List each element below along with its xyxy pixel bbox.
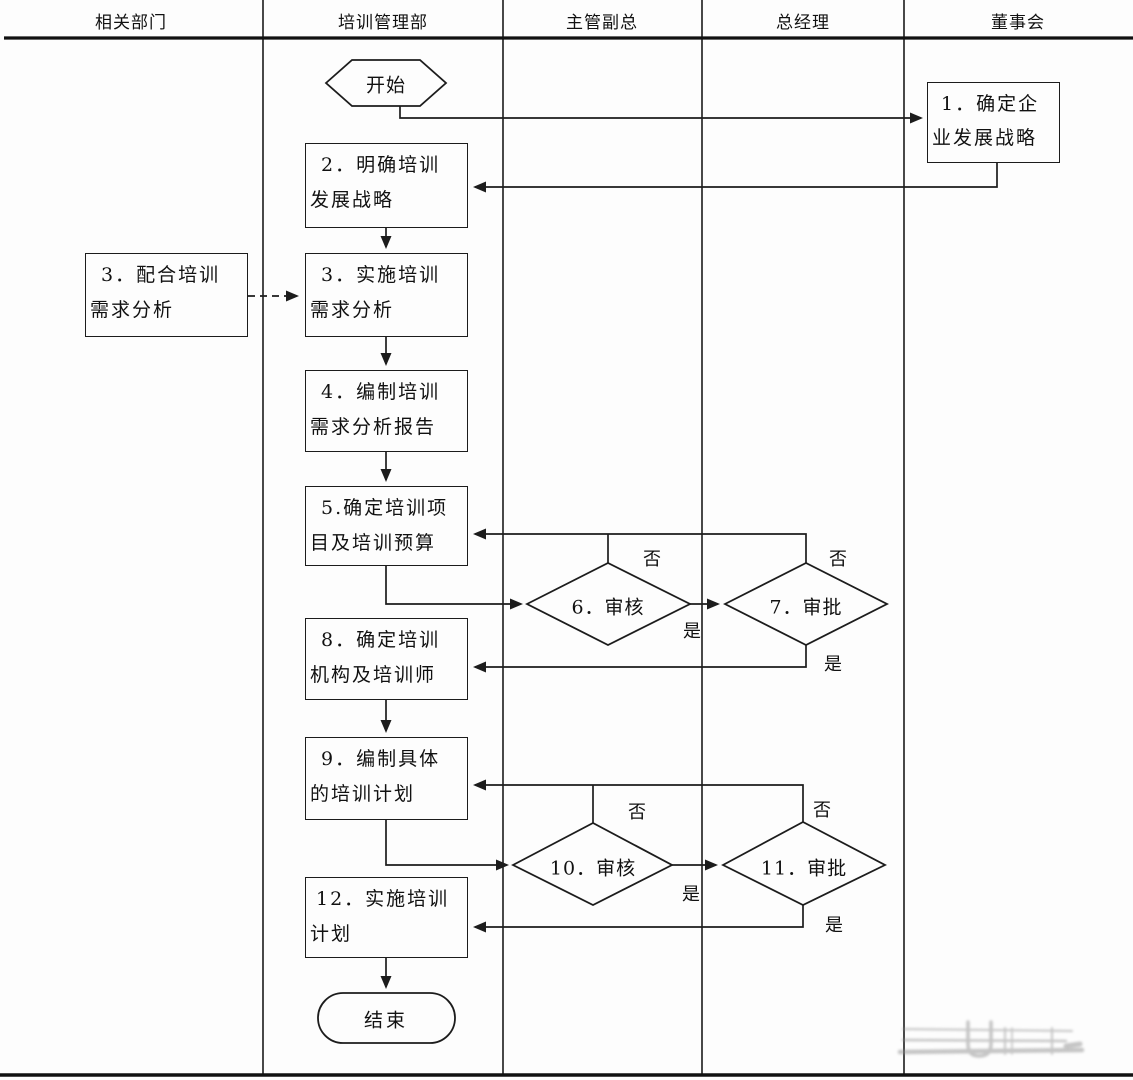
start-hexagon-shape	[324, 59, 448, 107]
lane-header-board: 董事会	[991, 13, 1045, 33]
edge-9-to-10	[385, 820, 509, 871]
process-box-3b-line1: 3．实施培训	[321, 264, 441, 286]
lane-header-related-depts: 相关部门	[95, 13, 167, 33]
process-box-12: 12．实施培训 计划	[305, 877, 468, 958]
edge-11-no-to-9	[473, 779, 804, 822]
decision-6-shape	[525, 561, 693, 647]
process-box-2-line1: 2．明确培训	[321, 154, 441, 176]
branch-yes-d10: 是	[682, 884, 700, 905]
end-node-label: 结束	[363, 1009, 409, 1032]
process-box-12-line2: 计划	[310, 923, 353, 945]
process-box-5-line1: 5.确定培训项	[321, 497, 449, 519]
branch-yes-d7: 是	[824, 654, 842, 675]
start-node-label: 开始	[365, 74, 407, 97]
process-box-5: 5.确定培训项 目及培训预算	[305, 486, 468, 566]
process-box-3a-line2: 需求分析	[90, 299, 175, 321]
process-box-2: 2．明确培训 发展战略	[305, 143, 468, 228]
lane-header-training-dept: 培训管理部	[338, 13, 428, 33]
branch-no-d11: 否	[813, 800, 831, 821]
decision-7-shape	[723, 561, 889, 647]
lane-header-vp: 主管副总	[566, 13, 638, 33]
branch-yes-d11: 是	[825, 915, 843, 936]
process-box-8-line2: 机构及培训师	[310, 664, 437, 686]
watermark-smudge	[897, 1020, 1085, 1058]
process-box-3a: 3．配合培训 需求分析	[85, 253, 248, 337]
decision-10-shape	[511, 821, 674, 907]
branch-no-d6: 否	[643, 549, 661, 570]
end-capsule-shape	[317, 992, 456, 1044]
process-box-8-line1: 8．确定培训	[321, 629, 441, 651]
node-shapes	[317, 59, 889, 1044]
edge-11-yes-to-12	[473, 905, 804, 933]
process-box-9: 9．编制具体 的培训计划	[305, 737, 468, 820]
lane-header-gm: 总经理	[776, 13, 830, 33]
branch-no-d10: 否	[628, 802, 646, 823]
branch-yes-d6: 是	[683, 621, 701, 642]
process-box-3b-line2: 需求分析	[310, 299, 395, 321]
process-box-4: 4．编制培训 需求分析报告	[305, 370, 468, 452]
process-box-8: 8．确定培训 机构及培训师	[305, 618, 468, 700]
edge-start-to-1	[399, 106, 923, 124]
edge-5-to-6	[385, 566, 523, 610]
process-box-2-line2: 发展战略	[310, 189, 395, 211]
decision-11-shape	[721, 820, 887, 907]
process-box-9-line1: 9．编制具体	[321, 748, 441, 770]
process-box-12-line1: 12．实施培训	[316, 888, 450, 910]
decision-7-label: 7．审批	[769, 596, 843, 619]
lane-dividers	[262, 0, 905, 1075]
decision-11-label: 11．审批	[760, 857, 848, 880]
branch-no-d7: 否	[829, 549, 847, 570]
decision-6-label: 6．审核	[571, 596, 645, 619]
edge-7-no-to-5	[473, 528, 807, 563]
flow-edges	[248, 106, 998, 989]
process-box-5-line2: 目及培训预算	[310, 532, 437, 554]
edge-7-yes-to-8	[473, 645, 807, 673]
process-box-9-line2: 的培训计划	[310, 783, 416, 805]
edge-1-to-2	[473, 163, 998, 193]
process-box-1-line1: 1．确定企	[941, 93, 1040, 115]
process-box-3a-line1: 3．配合培训	[101, 264, 221, 286]
process-box-1-line2: 业发展战略	[932, 127, 1038, 149]
process-box-1: 1．确定企 业发展战略	[927, 82, 1060, 163]
process-box-3b: 3．实施培训 需求分析	[305, 253, 468, 337]
process-box-4-line1: 4．编制培训	[321, 381, 441, 403]
process-box-4-line2: 需求分析报告	[310, 416, 437, 438]
decision-10-label: 10．审核	[549, 857, 637, 880]
